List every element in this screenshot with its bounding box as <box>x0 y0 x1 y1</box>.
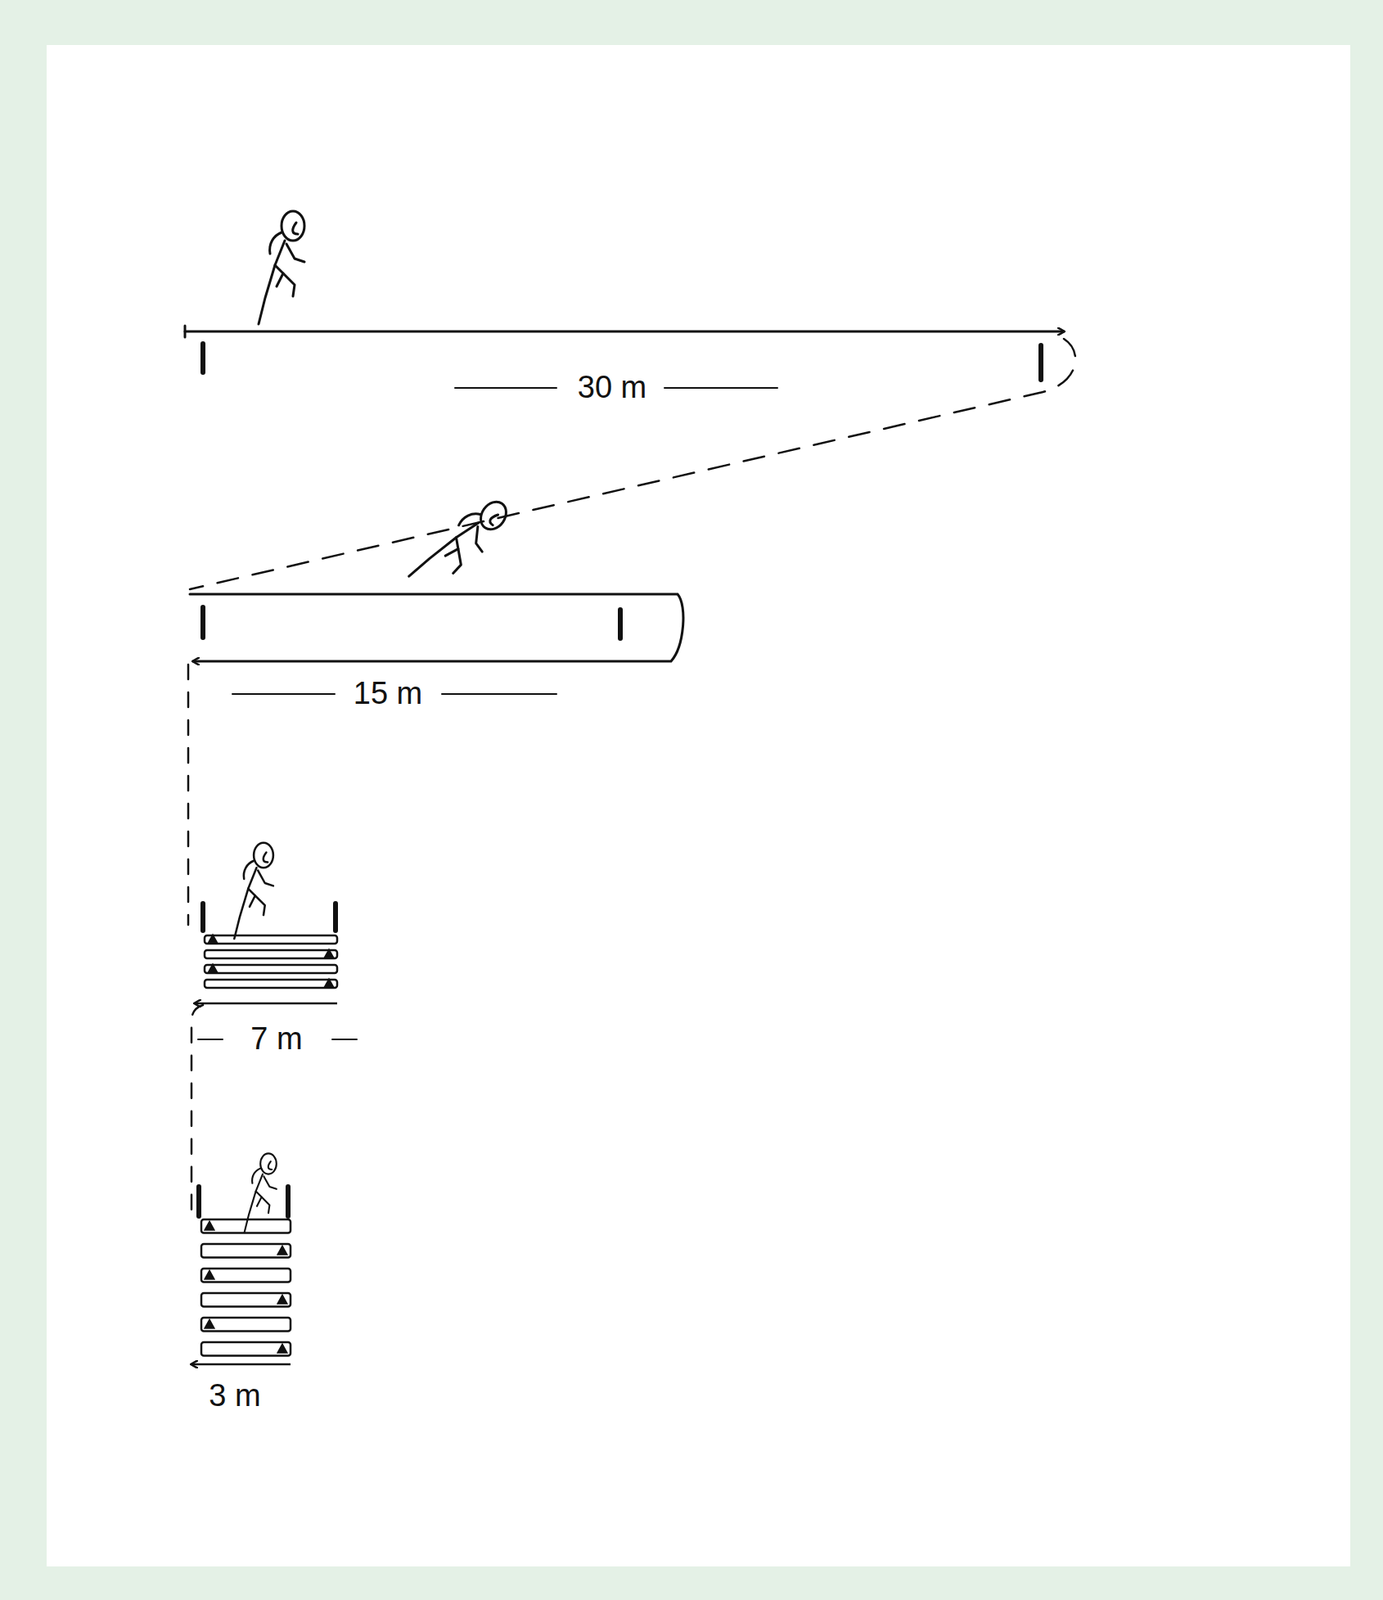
cone-marker <box>278 1246 287 1254</box>
cone-marker <box>324 950 334 958</box>
shuttle-run <box>204 935 338 944</box>
shuttle-run <box>204 979 338 988</box>
cone-marker <box>324 979 334 987</box>
cone-marker <box>205 1221 214 1230</box>
cone-marker <box>208 964 217 973</box>
shuttle-run <box>201 1342 291 1356</box>
dimension-label: 30 m <box>574 370 650 406</box>
cone-marker <box>278 1344 287 1352</box>
return-arrow <box>191 1363 291 1366</box>
paper-panel <box>46 45 1351 1567</box>
cone-marker <box>205 1319 214 1328</box>
cone-marker <box>278 1295 287 1303</box>
shuttle-run <box>204 964 338 974</box>
shuttle-run <box>201 1268 291 1283</box>
return-arrow <box>194 1002 338 1005</box>
dimension-label: 7 m <box>247 1022 306 1057</box>
dimension-label: 15 m <box>350 676 426 712</box>
cone-marker <box>208 935 217 943</box>
cone-marker <box>205 1270 214 1279</box>
shuttle-run <box>204 950 338 959</box>
shuttle-run <box>201 1243 291 1258</box>
dimension-label: 3 m <box>205 1378 264 1414</box>
shuttle-run <box>201 1317 291 1332</box>
shuttle-run <box>201 1292 291 1307</box>
